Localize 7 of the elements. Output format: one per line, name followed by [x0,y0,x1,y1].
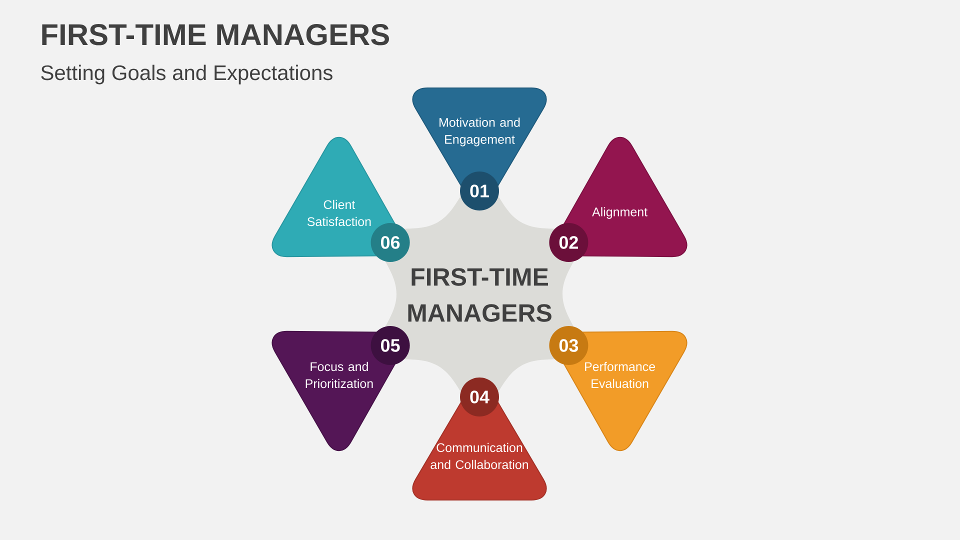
subtitle: Setting Goals and Expectations [41,64,332,84]
number-badge: 02 [549,223,588,262]
number-badge: 06 [370,223,410,262]
number-badge: 01 [460,172,499,210]
number-badge: 04 [460,378,499,416]
number-badge: 05 [370,326,410,365]
title: FIRST-TIME MANAGERS [42,24,389,46]
